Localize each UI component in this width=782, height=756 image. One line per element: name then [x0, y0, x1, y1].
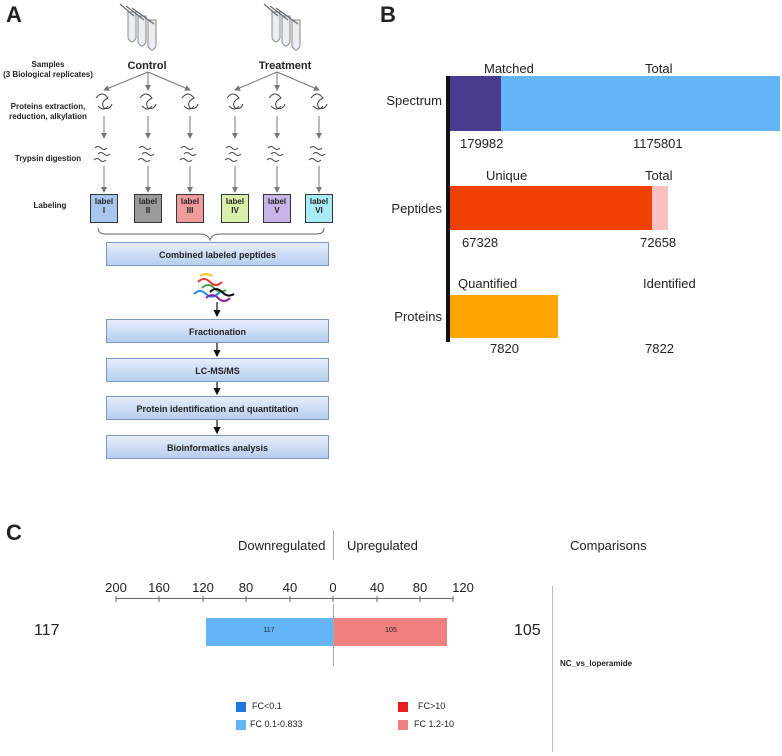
left-total: 117 — [34, 622, 60, 639]
downregulated-bar-label: 117 — [263, 627, 275, 634]
tick-down-160: 160 — [148, 580, 170, 595]
panel-c-letter: C — [6, 520, 22, 545]
legend-label-fc-12-10: FC 1.2-10 — [414, 719, 455, 729]
legend-swatch-fc-12-10 — [398, 720, 408, 730]
label-box-3-line1: label — [180, 197, 200, 206]
label-box-6: label VI — [305, 194, 333, 223]
label-box-1: label I — [90, 194, 118, 223]
header-upregulated: Upregulated — [347, 538, 418, 553]
label-box-4: label IV — [221, 194, 249, 223]
center-divider-bars — [333, 604, 334, 666]
row-spectrum-label: Spectrum — [386, 93, 442, 108]
peptides-left-value: 67328 — [462, 235, 499, 250]
spectrum-matched-bar — [450, 76, 501, 131]
center-divider-top — [333, 530, 334, 560]
comparison-name: NC_vs_loperamide — [560, 659, 633, 668]
tick-up-40: 40 — [369, 580, 385, 595]
spectrum-left-value: 179982 — [460, 136, 504, 151]
legend-swatch-fc-01-0833 — [236, 720, 246, 730]
peptides-unique-bar — [450, 186, 652, 230]
label-box-4-line1: label — [225, 197, 245, 206]
c-axis-ticks — [115, 596, 454, 602]
tick-up-120: 120 — [452, 580, 474, 595]
label-box-5-line1: label — [267, 197, 287, 206]
legend-label-fc-01-0833: FC 0.1-0.833 — [250, 719, 303, 729]
step-lcmsms: LC-MS/MS — [106, 358, 329, 382]
label-box-5-line2: V — [274, 206, 280, 215]
panel-a-flow-graphics — [93, 71, 328, 318]
control-group-label: Control — [127, 60, 167, 72]
extraction-label: Proteins extraction, reduction, alkylati… — [9, 102, 87, 121]
step-combined-peptides: Combined labeled peptides — [106, 242, 329, 266]
digestion-label: Trypsin digestion — [14, 154, 82, 163]
tick-up-80: 80 — [412, 580, 428, 595]
c-axis-line — [116, 598, 453, 599]
peptide-mix-icon — [193, 273, 235, 302]
header-comparisons: Comparisons — [570, 538, 647, 553]
legend-swatch-fc-gt-10 — [398, 702, 408, 712]
panel-b-letter: B — [380, 2, 396, 27]
header-downregulated: Downregulated — [238, 538, 326, 553]
proteins-left-value: 7820 — [490, 341, 519, 356]
legend-label-fc-lt-01: FC<0.1 — [252, 701, 282, 711]
label-box-2-line1: label — [138, 197, 158, 206]
legend-swatch-fc-lt-01 — [236, 702, 246, 712]
label-box-2: label II — [134, 194, 162, 223]
label-box-3: label III — [176, 194, 204, 223]
proteins-left-header: Quantified — [458, 276, 518, 291]
spectrum-right-value: 1175801 — [633, 136, 683, 151]
panel-a-letter: A — [6, 2, 22, 27]
tick-down-200: 200 — [105, 580, 127, 595]
label-box-3-line2: III — [186, 206, 194, 215]
control-tubes-icon — [119, 3, 157, 51]
tick-down-120: 120 — [192, 580, 214, 595]
step-bioinformatics: Bioinformatics analysis — [106, 435, 329, 459]
labeling-label: Labeling — [33, 201, 67, 210]
label-box-6-line2: VI — [315, 206, 323, 215]
samples-label: Samples (3 Biological replicates) — [3, 60, 93, 79]
tick-down-40: 40 — [282, 580, 298, 595]
proteins-right-header: Identified — [643, 276, 696, 291]
row-peptides-label: Peptides — [391, 201, 442, 216]
spectrum-total-bar — [450, 76, 780, 131]
treatment-tubes-icon — [263, 3, 301, 51]
step-fractionation: Fractionation — [106, 319, 329, 343]
peptide-icons — [93, 146, 326, 162]
tick-down-0: 0 — [329, 580, 337, 595]
spectrum-right-header: Total — [645, 61, 673, 76]
step-arrows — [213, 343, 221, 435]
row-proteins-label: Proteins — [394, 309, 442, 324]
upregulated-bar-label: 105 — [385, 627, 397, 634]
step-protein-identification: Protein identification and quantitation — [106, 396, 329, 420]
treatment-group-label: Treatment — [258, 60, 312, 72]
label-box-2-line2: II — [145, 206, 151, 215]
label-box-5: label V — [263, 194, 291, 223]
peptides-left-header: Unique — [486, 168, 528, 183]
label-box-1-line1: label — [94, 197, 114, 206]
label-box-6-line1: label — [309, 197, 329, 206]
legend-label-fc-gt-10: FC>10 — [418, 701, 446, 711]
comparisons-divider — [552, 586, 553, 752]
spectrum-left-header: Matched — [484, 61, 534, 76]
label-box-4-line2: IV — [231, 206, 239, 215]
peptides-right-value: 72658 — [640, 235, 677, 250]
proteins-quantified-bar — [450, 295, 558, 338]
upregulated-bar — [333, 618, 447, 646]
protein-icons — [95, 93, 328, 110]
downregulated-bar — [206, 618, 333, 646]
right-total: 105 — [514, 622, 541, 639]
peptides-right-header: Total — [645, 168, 673, 183]
panel-b-axis — [446, 76, 450, 342]
tick-down-80: 80 — [238, 580, 254, 595]
label-box-1-line2: I — [102, 206, 106, 215]
proteins-right-value: 7822 — [645, 341, 674, 356]
